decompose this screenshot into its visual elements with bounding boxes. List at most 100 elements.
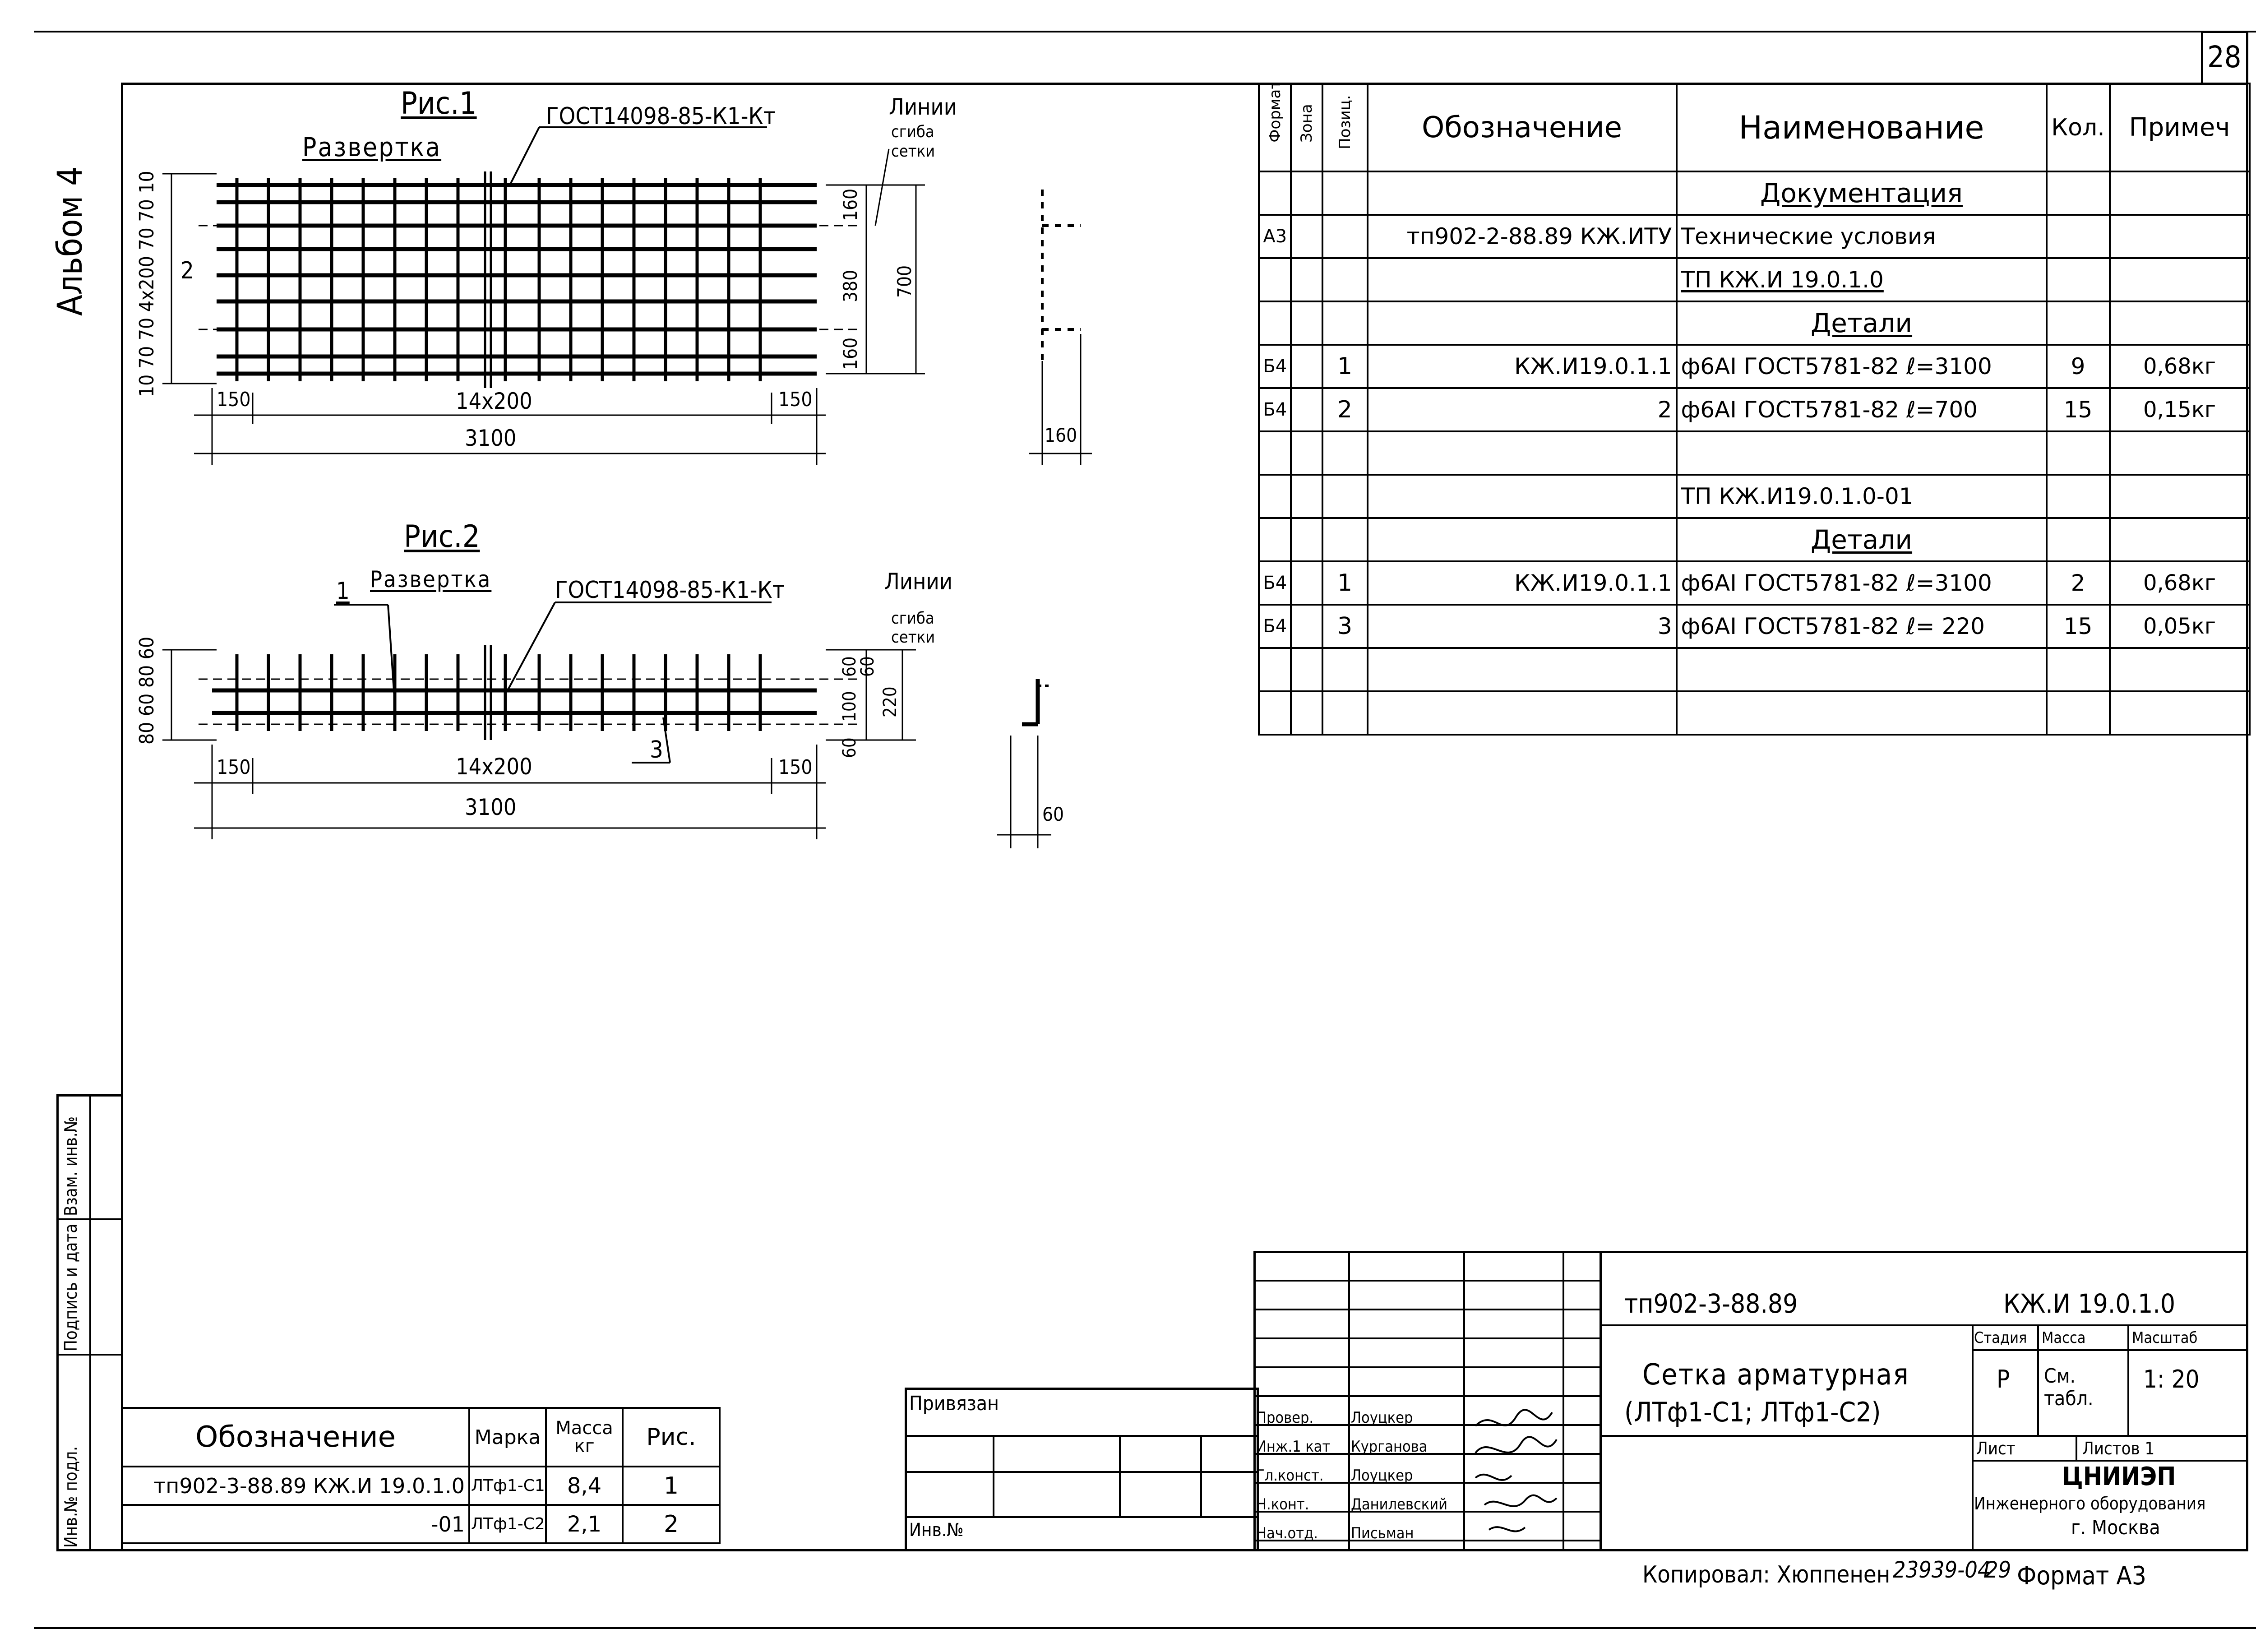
fig1-bend-lines-1: Линии xyxy=(889,94,957,120)
spec-cell-pos xyxy=(1321,647,1368,692)
fig1-gost: ГОСТ14098-85-К1-Кт xyxy=(546,103,776,130)
spec-cell-pos xyxy=(1321,430,1368,476)
signer-role: Инж.1 кат xyxy=(1256,1437,1331,1456)
spec-cell-qty xyxy=(2045,474,2111,519)
spec-row xyxy=(1258,647,2251,692)
signer-role: Нач.отд. xyxy=(1256,1524,1318,1542)
spec-cell-name: Документация xyxy=(1675,171,2048,216)
spec-cell-designation: КЖ.И19.0.1.1 xyxy=(1366,344,1678,389)
sheet-number: 28 xyxy=(2207,40,2242,74)
privyazan-inv: Инв.№ xyxy=(909,1520,964,1541)
spec-cell-pos xyxy=(1321,474,1368,519)
title-code: КЖ.И 19.0.1.0 xyxy=(2003,1288,2176,1319)
spec-cell-zone xyxy=(1290,517,1323,562)
marks-header-mark: Марка xyxy=(468,1407,547,1467)
signer-name: Курганова xyxy=(1351,1437,1428,1456)
spec-cell-designation xyxy=(1366,647,1678,692)
spec-cell-name: ф6АI ГОСТ5781-82 ℓ= 220 xyxy=(1675,604,2048,649)
spec-cell-format xyxy=(1258,517,1292,562)
title-header-stage: Стадия xyxy=(1974,1329,2027,1347)
title-stage: Р xyxy=(1997,1365,2010,1393)
spec-header-zone: Зона xyxy=(1290,83,1323,172)
spec-cell-note xyxy=(2108,690,2251,736)
spec-cell-note: 0,05кг xyxy=(2108,604,2251,649)
fig2-marker-1: 1 xyxy=(336,578,350,605)
fig1-trans-bars xyxy=(235,178,762,381)
side-stamp-inv: Инв.№ подл. xyxy=(61,1446,81,1548)
spec-header-name: Наименование xyxy=(1675,83,2048,172)
spec-row: ТП КЖ.И 19.0.1.0 xyxy=(1258,257,2251,302)
spec-cell-note: 0,68кг xyxy=(2108,344,2251,389)
title-project: тп902-3-88.89 xyxy=(1624,1288,1798,1319)
spec-cell-qty xyxy=(2045,171,2111,216)
marks-cell-mark: ЛТф1-С2 xyxy=(468,1504,547,1544)
spec-cell-designation xyxy=(1366,474,1678,519)
fig1-bend-lines-3: сетки xyxy=(891,142,935,161)
spec-cell-name: ТП КЖ.И19.0.1.0-01 xyxy=(1675,474,2048,519)
top-border-line xyxy=(34,31,2256,32)
spec-cell-zone xyxy=(1290,604,1323,649)
bottom-border-line xyxy=(34,1627,2256,1629)
spec-cell-format xyxy=(1258,647,1292,692)
marks-cell-mass: 2,1 xyxy=(545,1504,624,1544)
signer-name: Лоуцкер xyxy=(1351,1466,1413,1485)
spec-header-qty: Кол. xyxy=(2045,83,2111,172)
title-sheet-label: Лист xyxy=(1976,1439,2016,1458)
spec-cell-zone xyxy=(1290,560,1323,606)
spec-cell-format: Б4 xyxy=(1258,560,1292,606)
fig2-dim-60b: 60 xyxy=(857,656,878,677)
footer-format: Формат А3 xyxy=(2017,1561,2146,1591)
spec-cell-pos xyxy=(1321,301,1368,346)
spec-cell-designation xyxy=(1366,430,1678,476)
spec-cell-name xyxy=(1675,430,2048,476)
marks-cell-fig: 2 xyxy=(622,1504,721,1544)
fig1-title: Рис.1 xyxy=(401,86,477,121)
spec-cell-note: 0,68кг xyxy=(2108,560,2251,606)
spec-cell-zone xyxy=(1290,387,1323,432)
spec-cell-zone xyxy=(1290,301,1323,346)
spec-cell-name: ф6АI ГОСТ5781-82 ℓ=3100 xyxy=(1675,344,2048,389)
title-scale: 1: 20 xyxy=(2143,1365,2200,1393)
privyazan-block xyxy=(905,1388,1259,1551)
fig2-dim-150b: 150 xyxy=(778,756,813,779)
spec-cell-qty xyxy=(2045,214,2111,259)
spec-cell-note xyxy=(2108,474,2251,519)
fig1-subtitle: Развертка xyxy=(302,132,442,162)
fig1-section-dim: 160 xyxy=(1045,424,1077,446)
marks-header-fig: Рис. xyxy=(622,1407,721,1467)
title-org-sub: Инженерного оборудования xyxy=(1974,1494,2206,1513)
spec-cell-format xyxy=(1258,301,1292,346)
title-org-name: ЦНИИЭП xyxy=(2062,1462,2176,1491)
marks-header-designation: Обозначение xyxy=(121,1407,470,1467)
spec-cell-qty: 15 xyxy=(2045,387,2111,432)
spec-cell-zone xyxy=(1290,430,1323,476)
spec-cell-format xyxy=(1258,690,1292,736)
spec-cell-name: Технические условия xyxy=(1675,214,2048,259)
spec-cell-format xyxy=(1258,474,1292,519)
marks-cell-mark: ЛТф1-С1 xyxy=(468,1466,547,1506)
footer-copied: Копировал: Хюппенен xyxy=(1642,1561,1891,1588)
spec-cell-qty xyxy=(2045,647,2111,692)
spec-cell-name: Детали xyxy=(1675,517,2048,562)
spec-cell-designation xyxy=(1366,257,1678,302)
spec-cell-zone xyxy=(1290,257,1323,302)
spec-cell-pos: 3 xyxy=(1321,604,1368,649)
spec-header-format: Формат xyxy=(1258,83,1292,172)
fig1-dim-150a: 150 xyxy=(217,388,251,411)
fig2-title: Рис.2 xyxy=(404,519,480,555)
marks-cell-fig: 1 xyxy=(622,1466,721,1506)
spec-cell-designation xyxy=(1366,517,1678,562)
fig1-marker-2: 2 xyxy=(180,257,194,284)
marks-header-mass: Масса кг xyxy=(545,1407,624,1467)
signer-role: Н.конт. xyxy=(1256,1495,1309,1513)
signer-role: Провер. xyxy=(1256,1408,1314,1427)
spec-cell-pos xyxy=(1321,214,1368,259)
title-line1: Сетка арматурная xyxy=(1642,1358,1909,1392)
spec-header-designation: Обозначение xyxy=(1366,83,1678,172)
